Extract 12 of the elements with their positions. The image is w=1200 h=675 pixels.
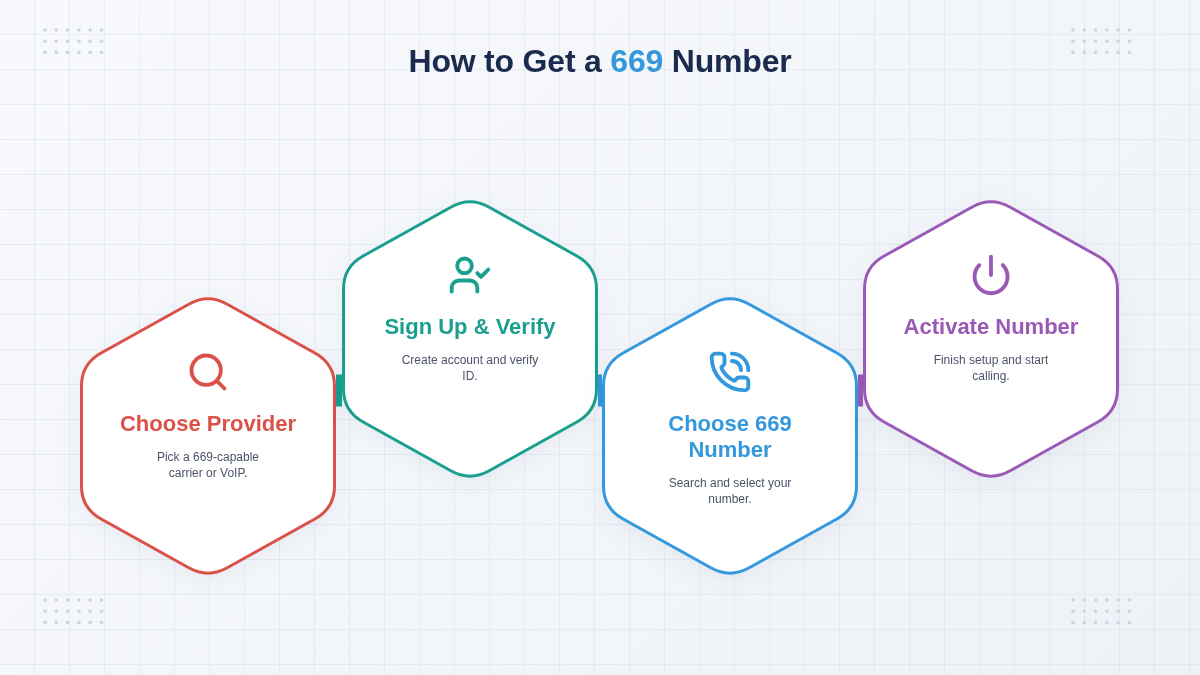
connector-band (858, 374, 863, 407)
step-description: Finish setup and start calling. (932, 353, 1050, 384)
diagram-title: How to Get a 669 Number (408, 42, 792, 80)
step-description: Search and select your number. (667, 476, 793, 507)
connector-band (598, 374, 602, 407)
step-title: Activate Number (903, 314, 1079, 340)
step-description: Create account and verify ID. (400, 353, 540, 384)
step-title: Sign Up & Verify (384, 314, 556, 340)
step-title: Choose Provider (119, 411, 296, 437)
step-title: Choose 669 Number (667, 411, 793, 463)
step-description: Pick a 669-capable carrier or VoIP. (155, 450, 261, 481)
connector-band (336, 374, 342, 407)
